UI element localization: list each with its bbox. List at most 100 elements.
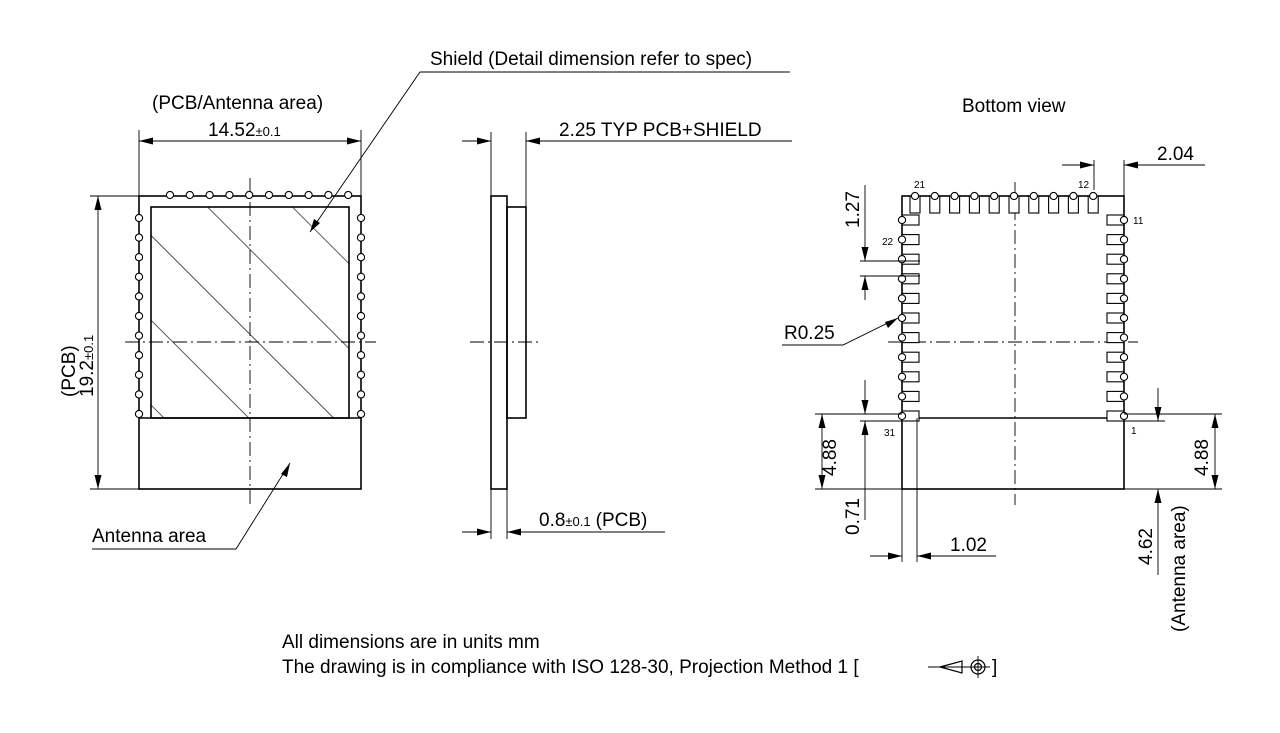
side-pcb-tolerance: ±0.1 — [565, 514, 590, 529]
front-left-pad — [134, 213, 144, 223]
bottom-pitch-value: 1.27 — [843, 191, 864, 228]
bottom-right-pad-hole — [1119, 255, 1129, 264]
side-view: 2.25 TYP PCB+SHIELD 0.8±0.1(PCB) — [462, 120, 792, 539]
bottom-left-pad-hole — [897, 411, 907, 421]
bottom-view-title: Bottom view — [962, 96, 1066, 117]
front-view: (PCB/Antenna area) 14.52±0.1 (PCB) 19.2±… — [59, 93, 376, 550]
drawing-notes: All dimensions are in units mm The drawi… — [282, 632, 997, 678]
front-right-pad — [356, 253, 366, 262]
svg-text:14.52±0.1: 14.52±0.1 — [208, 120, 281, 141]
front-top-pad — [344, 190, 353, 200]
front-left-pad — [134, 390, 144, 399]
svg-text:0.8±0.1(PCB): 0.8±0.1(PCB) — [539, 510, 647, 531]
front-right-pad — [356, 370, 366, 379]
front-top-pad — [225, 190, 234, 200]
front-top-pad — [324, 190, 333, 200]
front-right-pad — [356, 292, 366, 301]
front-top-pad — [284, 190, 293, 200]
bottom-left-pad-hole — [897, 215, 907, 225]
front-top-pad — [165, 190, 175, 200]
bottom-right-pad-hole — [1119, 372, 1129, 381]
side-pcb-suffix: (PCB) — [596, 510, 648, 531]
bottom-right-pad-hole — [1119, 235, 1129, 244]
bottom-width-dimension: 1.02 — [870, 418, 996, 562]
front-width-tolerance: ±0.1 — [256, 124, 281, 139]
front-left-pad — [134, 370, 144, 379]
front-height-dimension: (PCB) 19.2±0.1 — [59, 195, 139, 490]
bottom-offset-dimension: 2.04 — [1062, 144, 1205, 196]
front-top-pad — [304, 190, 313, 200]
front-height-value: 19.2 — [77, 360, 98, 397]
bottom-left-pad-hole — [897, 313, 907, 323]
front-right-pad — [356, 390, 366, 399]
bottom-pcb-outline — [901, 195, 1125, 490]
bottom-right-pad-hole — [1119, 313, 1129, 323]
front-antenna-leader: Antenna area — [92, 462, 291, 550]
front-left-pad — [134, 233, 144, 242]
bottom-left-small-value: 0.71 — [843, 498, 864, 535]
note-iso-end: ] — [992, 657, 997, 678]
front-right-pad — [356, 272, 366, 281]
side-thickness-label: 2.25 TYP PCB+SHIELD — [559, 120, 762, 141]
front-right-pad — [356, 311, 366, 321]
side-shield — [506, 206, 527, 419]
bottom-offset-value: 2.04 — [1157, 144, 1194, 165]
front-height-tolerance: ±0.1 — [81, 335, 96, 360]
bottom-radius-leader: R0.25 — [782, 317, 899, 346]
pin-number-1: 1 — [1131, 426, 1137, 437]
bottom-left-small-dimension: 0.71 — [843, 380, 902, 535]
bottom-left-pad-hole — [897, 235, 907, 244]
bottom-top-pad-hole — [970, 191, 979, 201]
front-left-pad — [134, 409, 144, 419]
bottom-radius-value: R0.25 — [784, 323, 835, 344]
bottom-view: Bottom view 21 12 11 22 31 1 2.04 — [782, 96, 1222, 632]
side-pcb — [490, 195, 508, 490]
pin-number-31: 31 — [884, 428, 896, 439]
bottom-top-pad-hole — [1089, 191, 1098, 201]
pin-number-21: 21 — [914, 180, 926, 191]
bottom-right-pad-hole — [1119, 392, 1129, 401]
note-iso: The drawing is in compliance with ISO 12… — [282, 657, 859, 678]
front-left-pad — [134, 253, 144, 262]
bottom-left-pad-hole — [897, 333, 907, 342]
bottom-left-pad-hole — [897, 294, 907, 303]
front-width-value: 14.52 — [208, 120, 256, 141]
bottom-top-pad-hole — [1069, 191, 1078, 201]
bottom-top-pad-hole — [990, 191, 999, 201]
note-units: All dimensions are in units mm — [282, 632, 540, 653]
front-top-label: (PCB/Antenna area) — [152, 93, 323, 114]
bottom-left-pad-hole — [897, 353, 907, 362]
front-castellated-pads — [134, 190, 366, 419]
bottom-right-pad-hole — [1119, 215, 1129, 225]
bottom-top-pad-hole — [1029, 191, 1038, 201]
front-antenna-label: Antenna area — [92, 526, 207, 547]
bottom-top-pad-hole — [910, 191, 920, 201]
projection-method-icon — [928, 656, 990, 678]
bottom-top-pad-hole — [1009, 191, 1019, 201]
bottom-right-pad-hole — [1119, 333, 1129, 342]
bottom-right-height-value: 4.88 — [1192, 439, 1213, 476]
bottom-right-pad-hole — [1119, 294, 1129, 303]
bottom-antenna-label: (Antenna area) — [1169, 505, 1190, 632]
bottom-left-height-dimension: 4.88 — [815, 413, 902, 490]
front-width-dimension: 14.52±0.1 — [138, 120, 362, 196]
bottom-top-pad-hole — [1049, 191, 1058, 201]
side-thickness-dimension: 2.25 TYP PCB+SHIELD — [462, 120, 792, 207]
front-top-pad — [185, 190, 194, 200]
side-pcb-dimension: 0.8±0.1(PCB) — [462, 489, 665, 539]
svg-text:19.2±0.1: 19.2±0.1 — [77, 335, 98, 397]
front-left-pad — [134, 292, 144, 301]
pin-number-12: 12 — [1078, 180, 1090, 191]
bottom-left-pad-hole — [897, 255, 907, 264]
bottom-left-pad-hole — [897, 392, 907, 401]
bottom-antenna-value: 4.62 — [1136, 528, 1157, 565]
pin-number-11: 11 — [1133, 216, 1144, 227]
bottom-left-pad-hole — [897, 372, 907, 381]
front-left-pad — [134, 331, 144, 340]
bottom-castellated-pads — [897, 191, 1129, 422]
bottom-pitch-dimension: 1.27 — [843, 185, 920, 300]
front-left-pad — [134, 311, 144, 321]
pin-number-22: 22 — [882, 237, 894, 248]
bottom-right-pad-hole — [1119, 353, 1129, 362]
